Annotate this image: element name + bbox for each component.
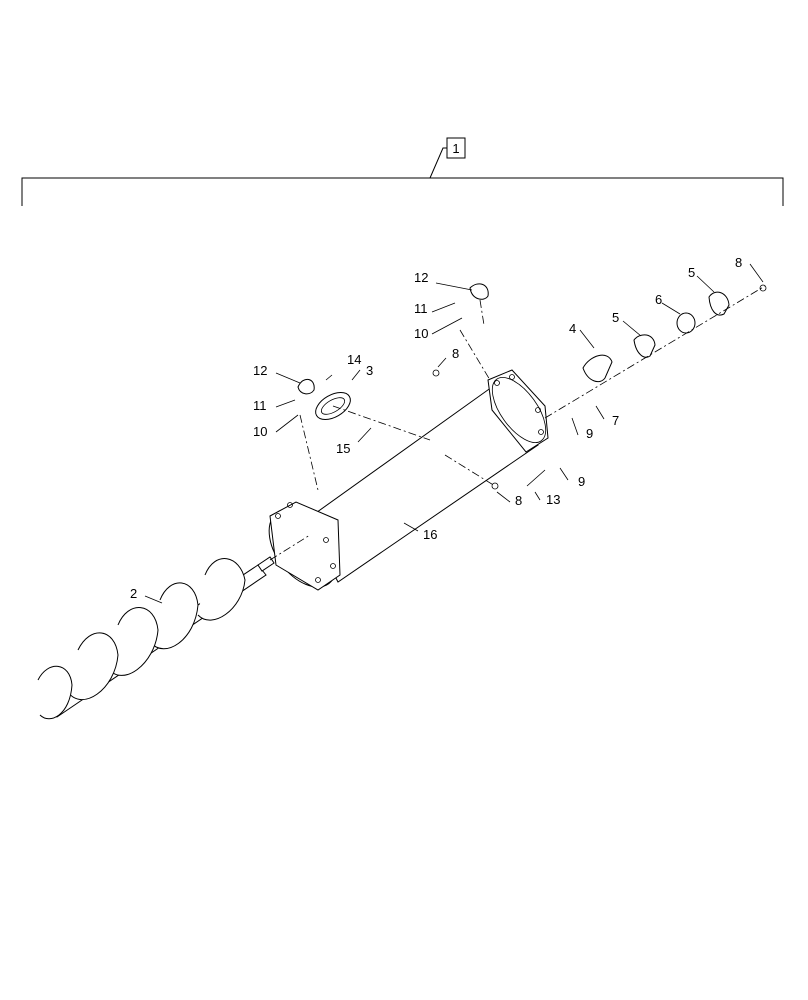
callout-12a: 12: [253, 363, 267, 378]
callout-14: 14: [347, 352, 361, 367]
callout-labels: 2 3 4 5 5 6 7 8 8 8 9 9 10 10 11 11 12: [130, 255, 764, 604]
callout-15: 15: [336, 441, 350, 456]
callout-6: 6: [655, 292, 662, 307]
callout-3: 3: [366, 363, 373, 378]
callout-13: 13: [546, 492, 560, 507]
callout-11a: 11: [253, 398, 267, 413]
callout-10b: 10: [414, 326, 428, 341]
drive-end-hardware: [582, 284, 767, 383]
callout-10a: 10: [253, 424, 267, 439]
assembly-bracket: 1: [21, 137, 784, 206]
callout-9a: 9: [586, 426, 593, 441]
callout-2: 2: [130, 586, 137, 601]
assembly-label: 1: [452, 141, 459, 156]
callout-7: 7: [612, 413, 619, 428]
callout-8-low: 8: [515, 493, 522, 508]
callout-16: 16: [423, 527, 437, 542]
callout-11b: 11: [414, 301, 428, 316]
callout-4: 4: [569, 321, 576, 336]
callout-12b: 12: [414, 270, 428, 285]
auger-flighting: [37, 556, 275, 720]
callout-9b: 9: [578, 474, 585, 489]
callout-8-mid: 8: [452, 346, 459, 361]
callout-5b: 5: [688, 265, 695, 280]
assembly-centerlines: [269, 285, 766, 561]
callout-5a: 5: [612, 310, 619, 325]
tube-housing: [268, 369, 549, 591]
callout-8-top: 8: [735, 255, 742, 270]
